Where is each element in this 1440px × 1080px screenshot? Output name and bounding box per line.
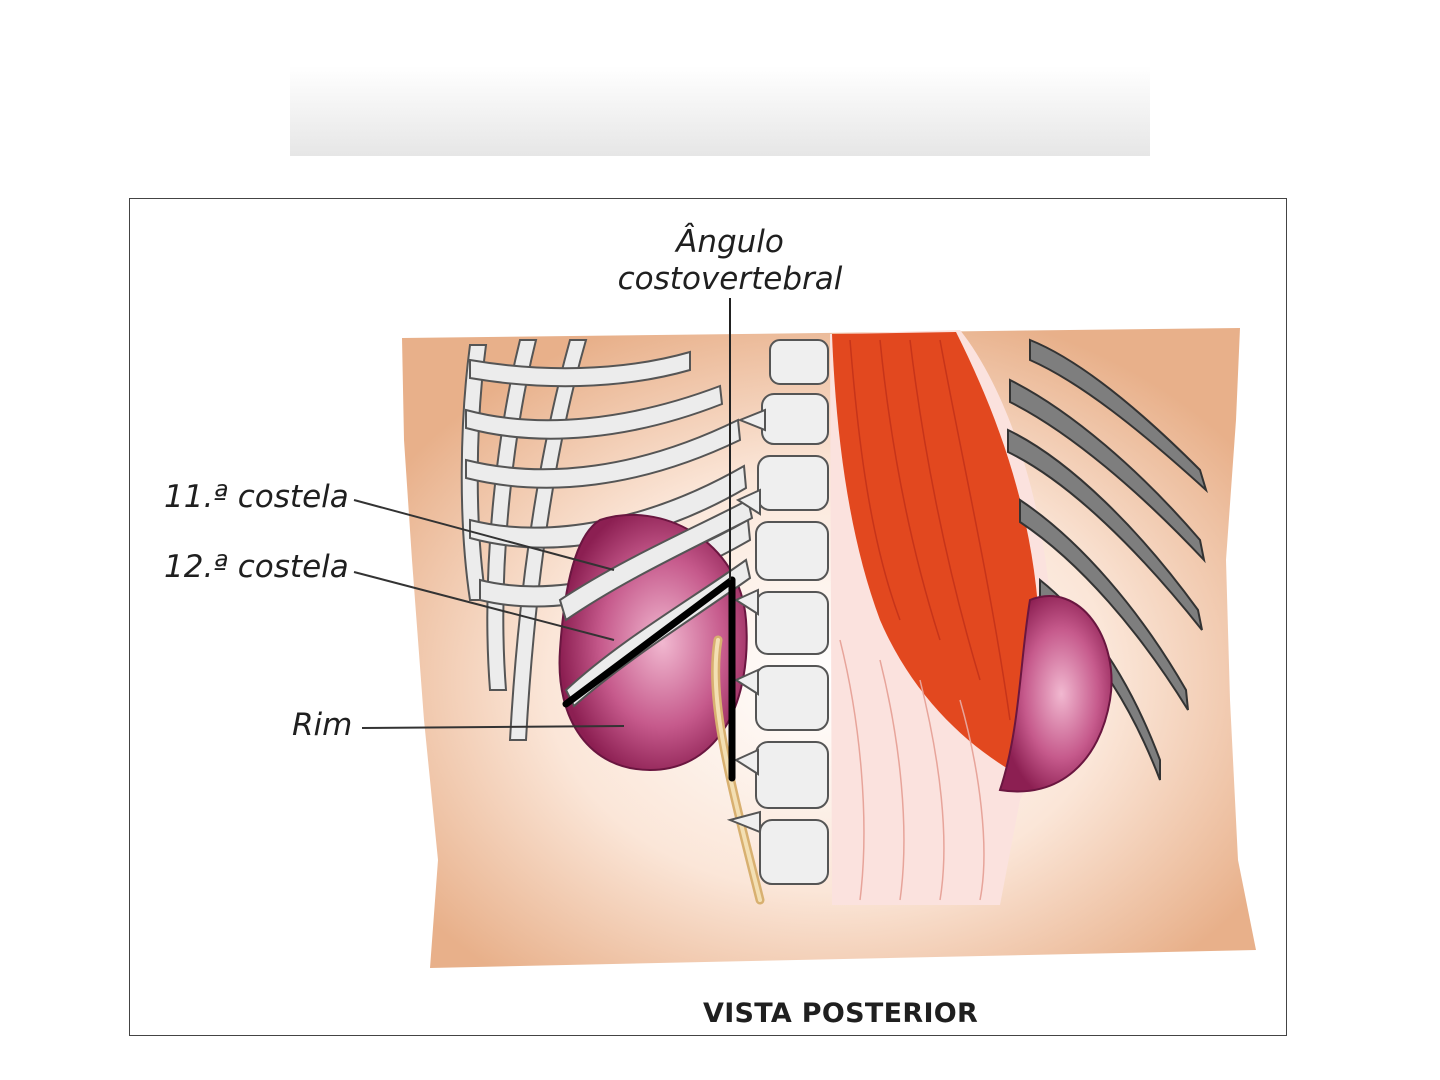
title-band: [290, 66, 1150, 156]
leader-lines: [353, 499, 625, 729]
left-ribs: [460, 339, 752, 741]
kidney-label: Rim: [292, 707, 353, 743]
rib12-label: 12.ª costela: [164, 549, 349, 585]
lower-fibers: [839, 639, 985, 901]
rib11-label: 11.ª costela: [164, 479, 349, 515]
angle-label: Ângulo costovertebral: [600, 224, 860, 298]
angle-lines: [562, 576, 736, 782]
angle-label-text: Ângulo costovertebral: [617, 224, 843, 298]
right-kidney: [998, 595, 1113, 793]
spine: [726, 339, 829, 885]
torso-skin: [402, 328, 1256, 968]
latissimus-muscle: [832, 332, 1040, 770]
figure-caption: VISTA POSTERIOR: [703, 998, 979, 1029]
muscle-fibers: [849, 339, 1011, 721]
